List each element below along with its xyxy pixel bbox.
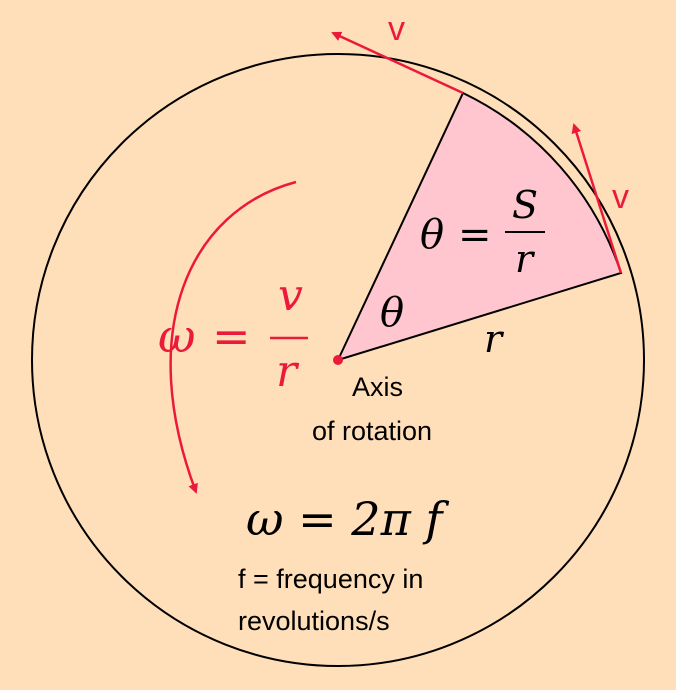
velocity-arrow-top-icon [331,31,464,95]
sector-formula-numerator: S [512,183,538,227]
rotation-circle [31,53,645,667]
sector-radius-label: r [484,317,505,361]
sector-formula-equals: = [458,212,492,258]
omega-formula-lhs: ω [158,309,196,363]
frequency-formula: ω = 2π f [246,492,449,546]
sector-angle-symbol: θ [380,290,404,336]
omega-formula-numerator: v [278,270,303,321]
axis-label-line1: Axis [352,372,403,402]
axis-label-line2: of rotation [312,416,432,446]
frequency-note-line2: revolutions/s [238,606,390,636]
axis-dot-icon [333,355,343,365]
velocity-label-right: v [612,178,629,216]
velocity-arrow-right-icon [571,123,623,274]
rotation-direction-curved-arrow-icon [169,180,297,494]
omega-formula-denominator: r [276,346,300,397]
sector-formula-denominator: r [515,237,536,281]
frequency-note-line1: f = frequency in [238,564,423,594]
velocity-label-top: v [388,10,405,48]
sector-formula-lhs: θ [420,212,444,258]
omega-formula-equals: = [212,309,251,363]
